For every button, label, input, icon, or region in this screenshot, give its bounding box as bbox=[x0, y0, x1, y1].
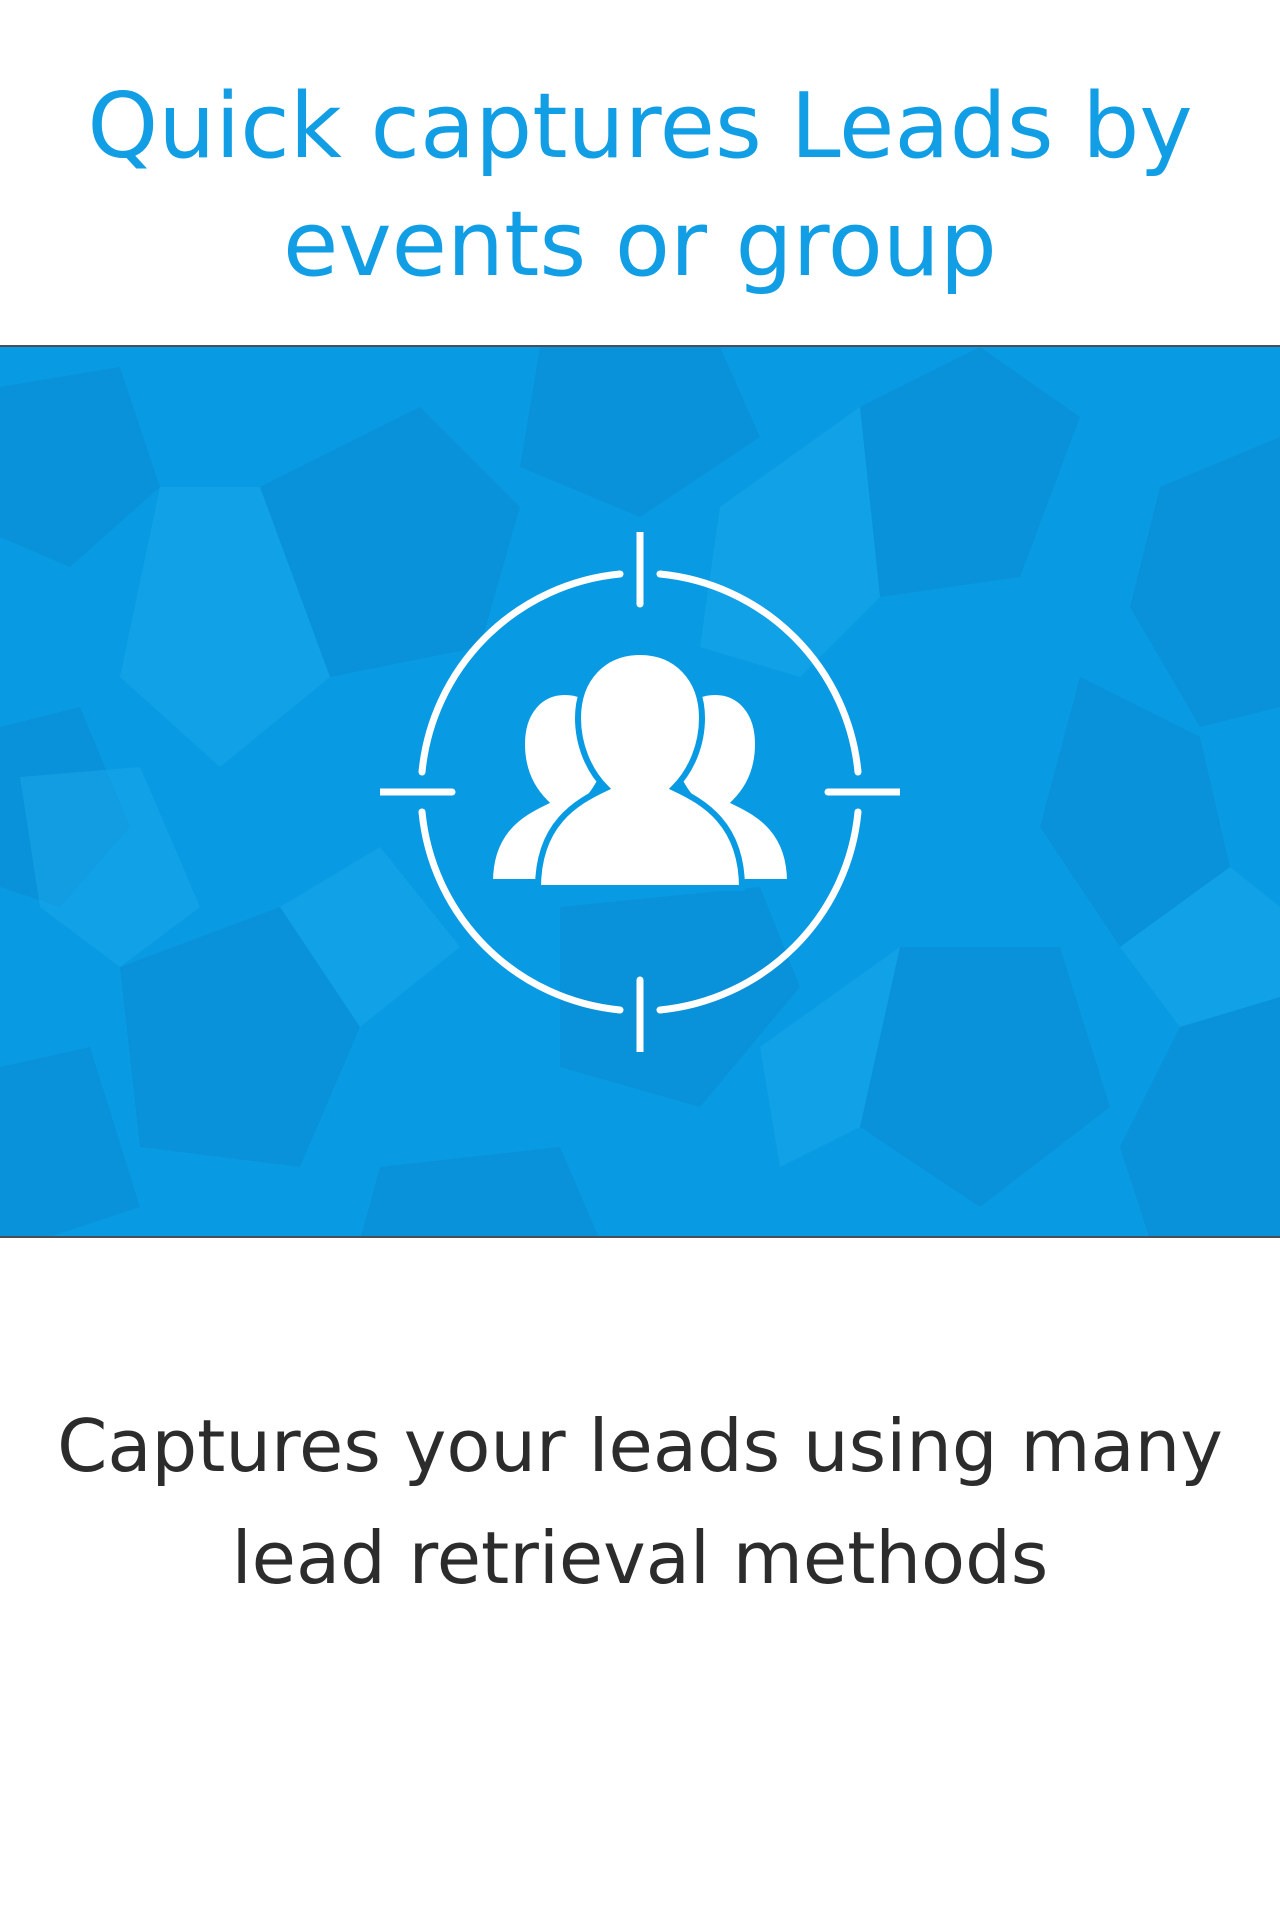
caption-line-1: Captures your leads using many bbox=[57, 1404, 1223, 1488]
headline-line-1: Quick captures Leads by bbox=[87, 74, 1193, 179]
caption-line-2: lead retrieval methods bbox=[231, 1516, 1049, 1600]
hero-banner bbox=[0, 345, 1280, 1238]
page-headline: Quick captures Leads by events or group bbox=[40, 68, 1240, 304]
group-target-icon bbox=[380, 532, 900, 1052]
hexagon-pattern-background bbox=[0, 347, 1280, 1236]
feature-caption: Captures your leads using many lead retr… bbox=[40, 1390, 1240, 1614]
headline-line-2: events or group bbox=[283, 192, 997, 297]
